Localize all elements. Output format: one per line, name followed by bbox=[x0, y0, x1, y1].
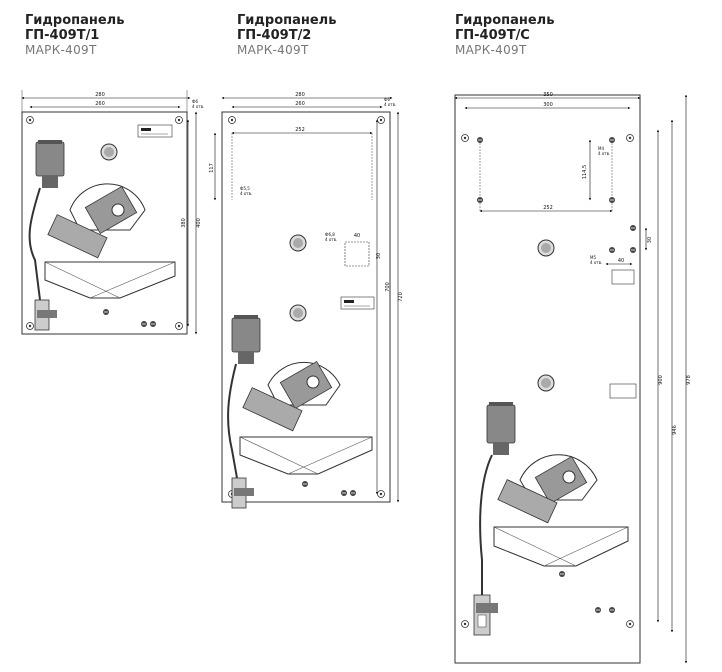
panel3-dim-h-inner: 900 bbox=[658, 375, 664, 385]
panel2-dim-hole-small-n: 4 отв. bbox=[240, 191, 252, 196]
panel1-dim-w-outer: 280 bbox=[95, 92, 105, 98]
panel3-title-line1: Гидропанель bbox=[455, 13, 555, 28]
panel2-dim-holes: Ф6 bbox=[384, 97, 390, 102]
panel3-dim-w-outer: 350 bbox=[543, 92, 553, 98]
panel2-subtitle: МАРК-409Т bbox=[237, 43, 309, 57]
panel2-dim-cut-w: 40 bbox=[354, 233, 360, 239]
panel2-dim-w-outer: 280 bbox=[295, 92, 305, 98]
panel3-dim-hole-m4-n: 4 отв. bbox=[598, 151, 610, 156]
panel2-dim-h-outer: 720 bbox=[398, 292, 404, 302]
panel1-dim-h-outer: 400 bbox=[196, 218, 202, 228]
panel2-dim-holes-n: 4 отв. bbox=[384, 102, 396, 107]
panel2-title-line1: Гидропанель bbox=[237, 13, 337, 28]
panel3-dim-w-mount: 252 bbox=[543, 205, 553, 211]
panel2-dim-h-top: 117 bbox=[209, 163, 215, 173]
panel2-dim-h-inner: 700 bbox=[385, 282, 391, 292]
panel2-title-line2: ГП-409Т/2 bbox=[237, 28, 312, 43]
panel2-dim-w-mount: 252 bbox=[295, 127, 305, 133]
panel3-dim-h-outer: 978 bbox=[686, 375, 692, 385]
panel1-title-line2: ГП-409Т/1 bbox=[25, 28, 100, 43]
panel3-dim-hole-m5-n: 4 отв. bbox=[590, 260, 602, 265]
panel3-title: Гидропанель ГП-409Т/С МАРК-409Т bbox=[455, 13, 554, 58]
panel1-dim-w-inner: 260 bbox=[95, 101, 105, 107]
panel2-dim-cut-d: Ф6,8 bbox=[325, 232, 335, 237]
panel3-title-line2: ГП-409Т/С bbox=[455, 28, 530, 43]
panel3-dim-h-mid: 946 bbox=[672, 425, 678, 435]
panel1-dim-h-inner: 380 bbox=[181, 218, 187, 228]
panel3-dim-cut-h: 30 bbox=[647, 237, 653, 243]
panel3-dim-cut-w: 40 bbox=[618, 258, 624, 264]
panel1-subtitle: МАРК-409Т bbox=[25, 43, 97, 57]
panel2-drawing: 280 260 252 Ф6 4 отв. 117 Ф5,5 4 отв. 70… bbox=[209, 92, 404, 509]
panel1-title: Гидропанель ГП-409Т/1 МАРК-409Т bbox=[25, 13, 124, 58]
panel2-dim-cut-h: 30 bbox=[376, 253, 382, 259]
panel2-title: Гидропанель ГП-409Т/2 МАРК-409Т bbox=[237, 13, 336, 58]
panel3-dim-h-top: 114,5 bbox=[582, 165, 588, 179]
panel1-title-line1: Гидропанель bbox=[25, 13, 125, 28]
panel3-dim-hole-m4: М4 bbox=[598, 146, 604, 151]
panel3-drawing: 350 300 252 114,5 М4 4 отв. М5 4 отв. 40… bbox=[454, 92, 692, 664]
panel3-subtitle: МАРК-409Т bbox=[455, 43, 527, 57]
panel2-dim-w-inner: 260 bbox=[295, 101, 305, 107]
panel2-dim-cut-n: 4 отв. bbox=[325, 237, 337, 242]
panel3-dim-w-inner: 300 bbox=[543, 102, 553, 108]
panel2-dim-hole-small: Ф5,5 bbox=[240, 186, 250, 191]
panel3-dim-hole-m5: М5 bbox=[590, 255, 596, 260]
